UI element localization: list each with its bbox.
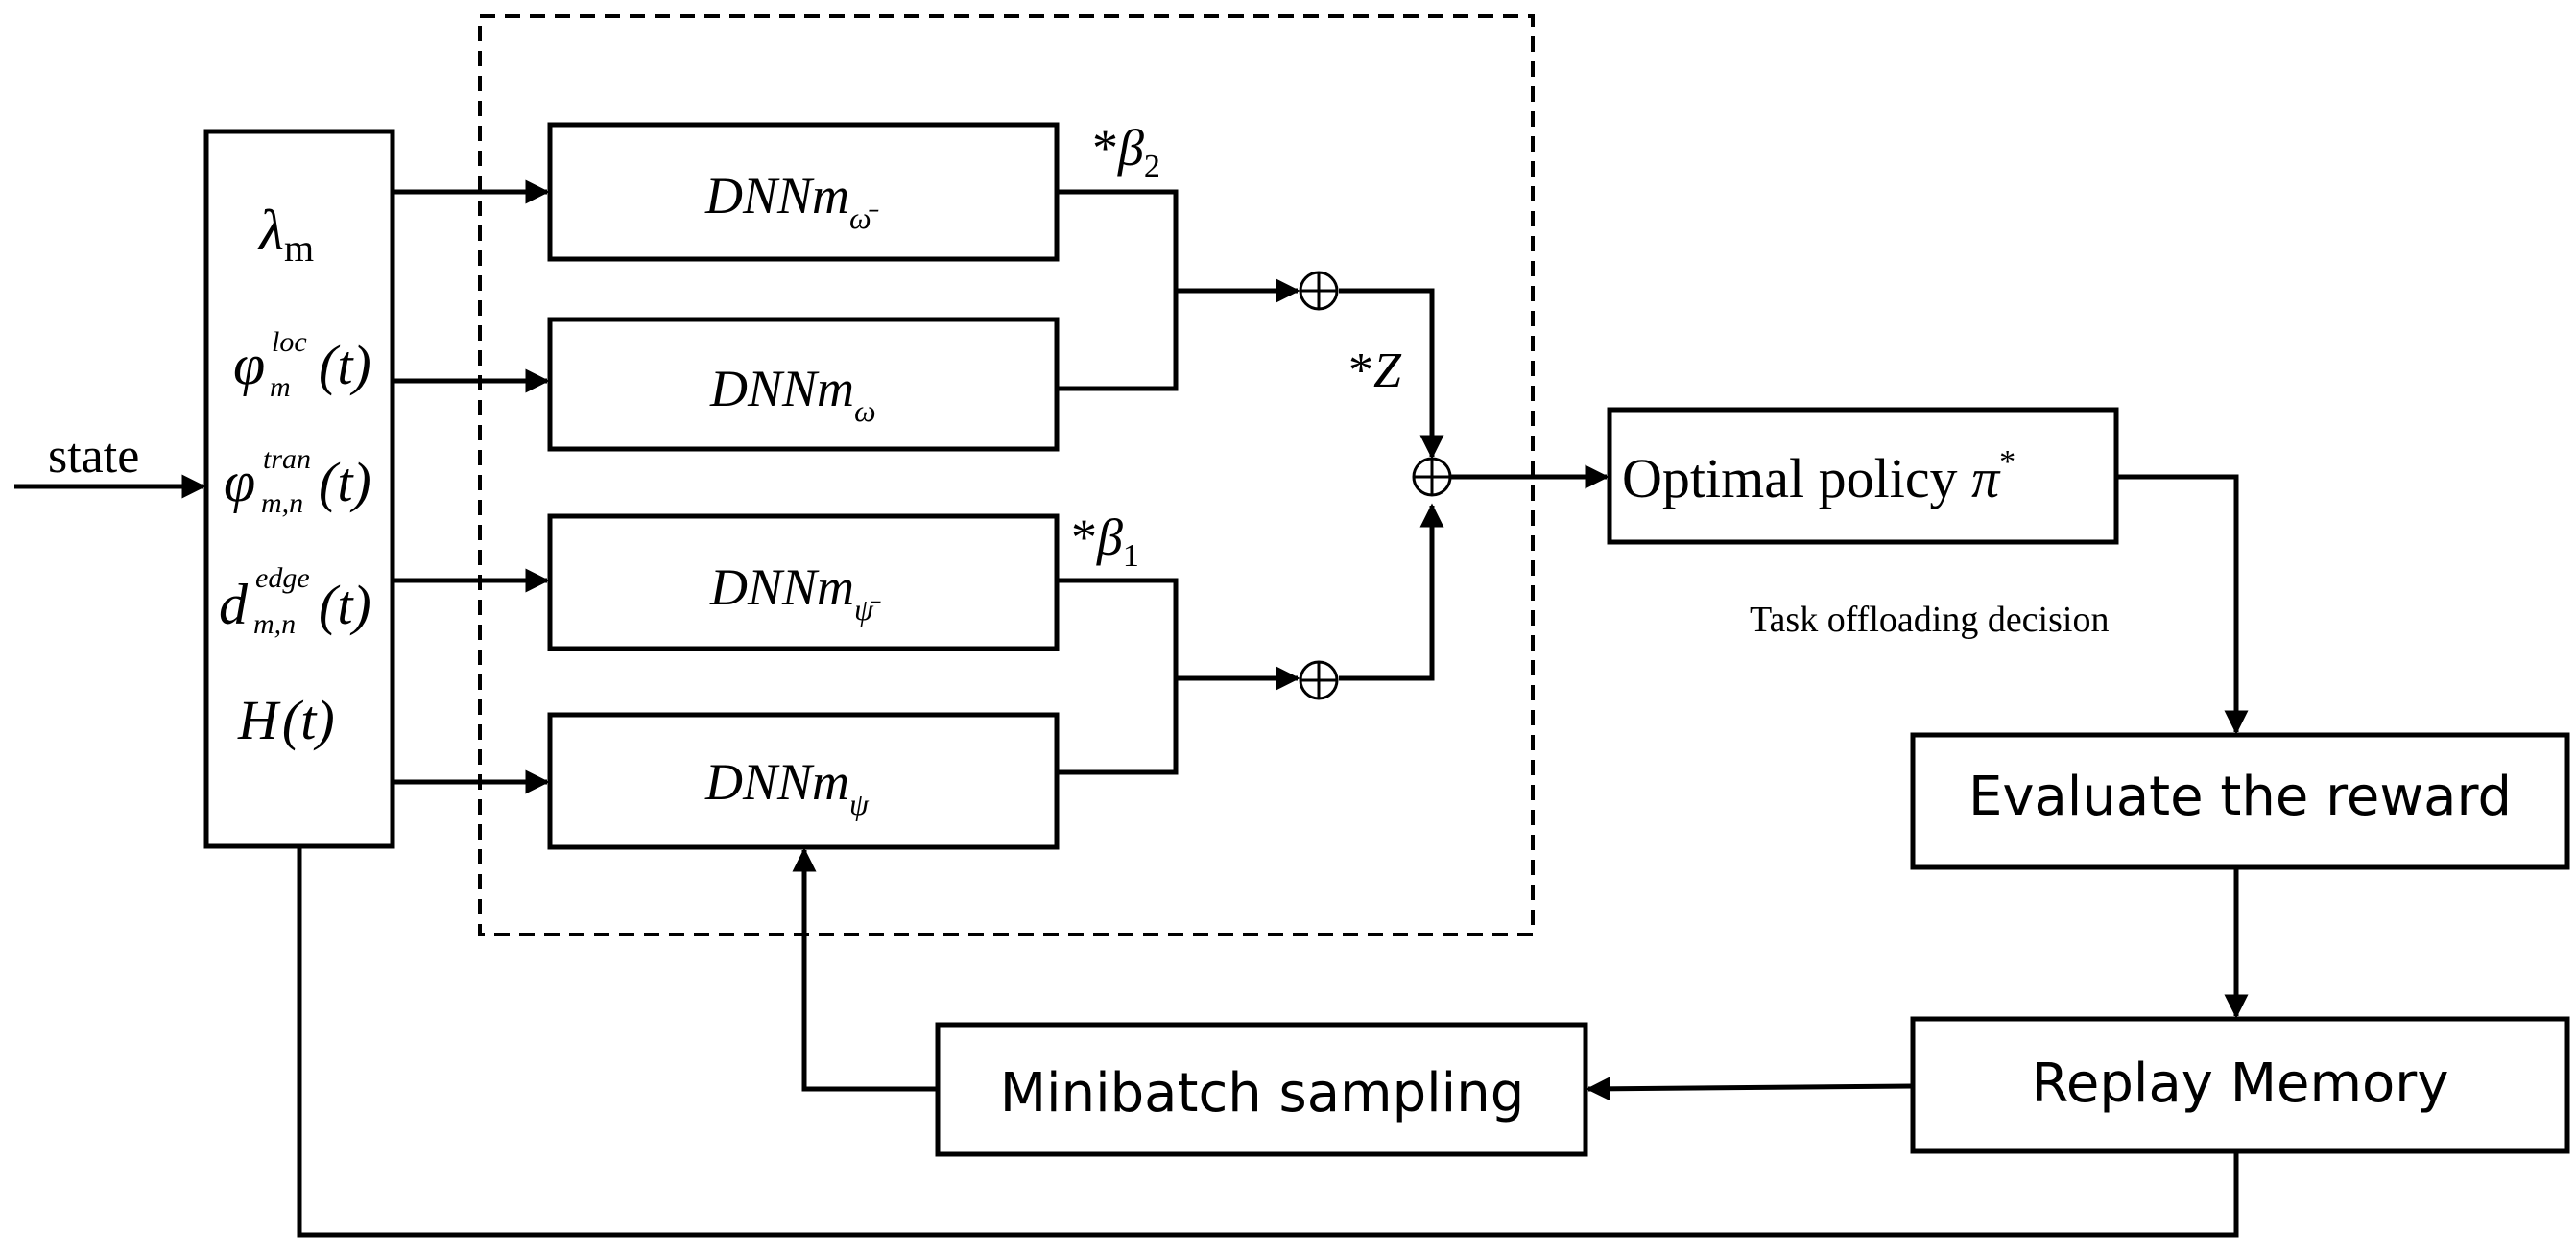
sum-node-omega (1299, 271, 1339, 311)
state-var-phi-tran: φ tran m,n (t) (224, 443, 371, 519)
dnn-omega-label: DNNmω (709, 360, 876, 428)
optimal-policy-box (1607, 407, 2119, 545)
svg-text:m,n: m,n (261, 487, 303, 519)
svg-text:φ: φ (233, 333, 265, 396)
minibatch-sampling-box (935, 1022, 1588, 1157)
dnn-psi-label: DNNmψ (704, 753, 870, 821)
weight-beta2-label: *β2 (1092, 119, 1160, 184)
feedback-loop-line (297, 846, 2239, 1238)
weight-beta1-label: *β1 (1071, 509, 1139, 574)
state-var-h: H(t) (237, 689, 335, 751)
state-label: state (48, 429, 139, 484)
replay-memory-label: Replay Memory (2032, 1053, 2449, 1115)
svg-text:(t): (t) (319, 334, 371, 396)
minibatch-sampling-label: Minibatch sampling (1000, 1062, 1525, 1124)
sum-node-final (1412, 457, 1452, 497)
arrow-to-evaluate (2116, 474, 2249, 735)
state-var-lambda: λm (257, 199, 314, 270)
evaluate-reward-label: Evaluate the reward (1968, 766, 2512, 828)
svg-text:φ: φ (224, 450, 255, 513)
state-var-phi-loc: φ loc m (t) (233, 326, 371, 403)
evaluate-reward-box (1910, 732, 2570, 870)
replay-memory-box (1910, 1016, 2570, 1154)
state-var-d-edge: d edge m,n (t) (219, 562, 371, 640)
svg-text:m,n: m,n (253, 608, 296, 640)
dnn-omega-bar-box (547, 122, 1060, 262)
arrow-sum-omega-to-final (1339, 288, 1444, 460)
dnn-omega-bar-label: DNNmω̄ (704, 167, 879, 235)
omega-merge-bracket (1057, 189, 1179, 391)
weight-z-label: *Z (1348, 343, 1402, 398)
dnn-psi-box (547, 712, 1060, 850)
arrow-to-minibatch (1586, 1077, 1914, 1101)
dnn-psi-bar-box (547, 513, 1060, 651)
arrow-minibatch-to-dnn (792, 847, 938, 1092)
optimal-policy-label: Optimal policy π* (1622, 444, 2015, 509)
task-offloading-decision-label: Task offloading decision (1750, 600, 2109, 640)
psi-merge-bracket (1057, 578, 1179, 775)
svg-text:(t): (t) (319, 451, 371, 513)
svg-text:m: m (270, 371, 291, 403)
arrow-sum-psi-to-final (1339, 503, 1444, 681)
sum-node-psi (1299, 660, 1339, 700)
dnn-omega-box (547, 317, 1060, 452)
svg-text:tran: tran (263, 443, 311, 475)
svg-text:(t): (t) (319, 574, 371, 636)
svg-text:edge: edge (255, 562, 310, 594)
svg-text:loc: loc (272, 326, 307, 358)
svg-text:d: d (219, 573, 249, 636)
